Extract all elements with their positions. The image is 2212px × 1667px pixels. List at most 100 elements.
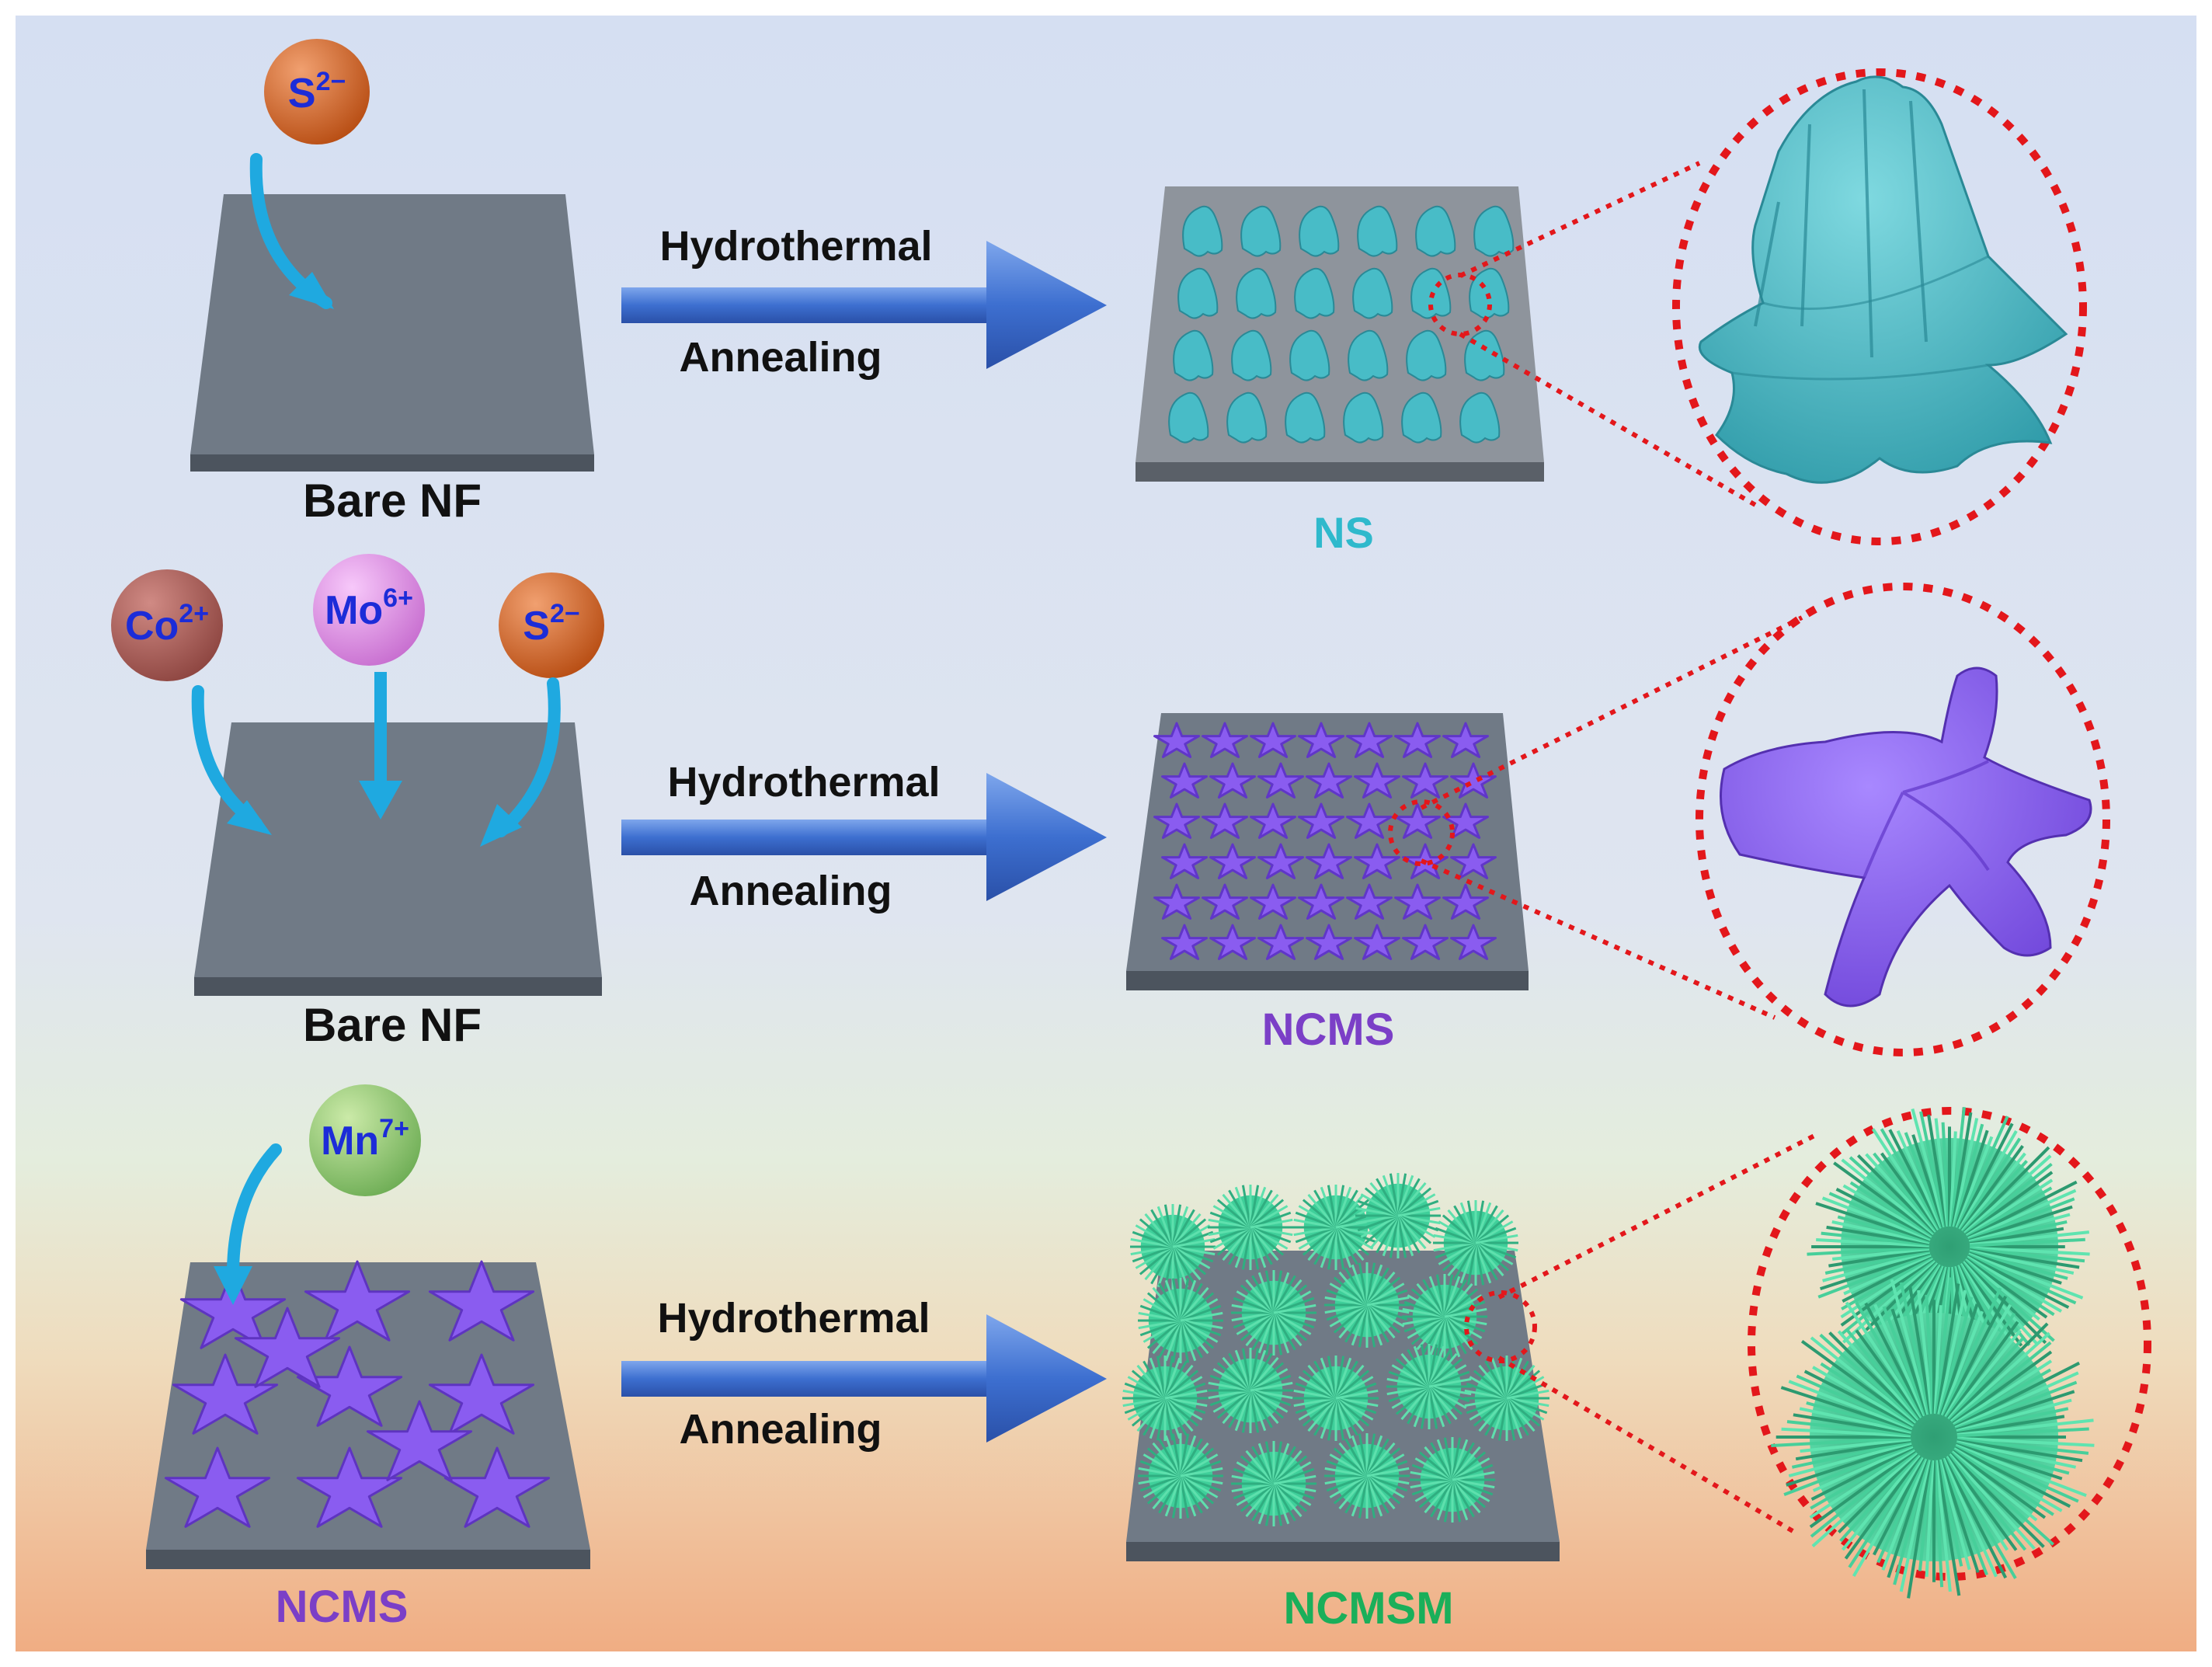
zoom-line-3a (1497, 1132, 1819, 1300)
ncms-starfish (1298, 883, 1344, 920)
ncms-starfish (1202, 722, 1248, 758)
ns-nanosheet (1348, 329, 1389, 381)
ncms-starfish (1306, 762, 1352, 799)
ncmsm-urchin-sphere (1771, 1277, 2095, 1599)
ncmsm-urchin (1138, 1278, 1223, 1363)
ns-nanosheet (1173, 329, 1214, 381)
product-label-ns: NS (1313, 508, 1374, 557)
ion-charge-mn: 7+ (379, 1114, 409, 1143)
ncms-starfish (1442, 722, 1489, 758)
ns-nanosheet (1473, 205, 1515, 257)
zoom-focus-ncms (1388, 799, 1455, 866)
ncms-starfish-start-array (164, 1260, 551, 1528)
zoom-focus-ncmsm (1464, 1290, 1537, 1363)
step1-label-2: Hydrothermal (667, 759, 940, 806)
ncmsm-urchin (1410, 1437, 1495, 1523)
ncms-starfish-large (172, 1353, 279, 1435)
ncmsm-urchin (1355, 1173, 1441, 1258)
ncms-starfish (1161, 843, 1208, 879)
ncms-starfish (1346, 802, 1393, 839)
svg-text:Mo6+: Mo6+ (325, 583, 413, 633)
process-arrow-2 (621, 773, 1107, 901)
ncmsm-urchin (1402, 1274, 1487, 1359)
ncms-starfish (1153, 883, 1200, 920)
ncms-starfish (1153, 722, 1200, 758)
ncmsm-urchin (1324, 1262, 1410, 1348)
ion-sphere-mo: Mo6+ (313, 554, 425, 666)
ns-nanosheet-closeup (1699, 75, 2068, 484)
ncms-starfish-closeup (1720, 666, 2092, 1008)
zoom-line-3b (1497, 1356, 1800, 1536)
ncms-starfish (1209, 924, 1256, 960)
ns-nanosheet (1226, 392, 1268, 444)
ncms-starfish (1257, 924, 1304, 960)
ncms-starfish-large (179, 1268, 287, 1349)
start-label-2: Bare NF (303, 999, 482, 1051)
ion-label-co: Co (125, 604, 179, 649)
ion-sphere-co: Co2+ (111, 569, 223, 681)
ncmsm-urchin (1138, 1433, 1223, 1519)
ncms-starfish (1450, 843, 1497, 879)
ns-nanosheet (1231, 329, 1272, 381)
ncms-starfish (1450, 762, 1497, 799)
ns-nanosheet (1177, 267, 1219, 319)
ncms-starfish (1394, 883, 1441, 920)
ion-sphere-mn: Mn7+ (309, 1084, 421, 1196)
ncms-starfish (1354, 762, 1400, 799)
ncms-starfish (1346, 722, 1393, 758)
ncms-starfish (1450, 924, 1497, 960)
ns-nanosheet (1357, 205, 1398, 257)
ncms-starfish (1346, 883, 1393, 920)
ncmsm-urchin (1208, 1348, 1293, 1433)
step2-label-1: Annealing (679, 334, 882, 381)
product-label-ncms: NCMS (1262, 1004, 1395, 1055)
ncms-starfish (1202, 802, 1248, 839)
ncms-starfish (1250, 883, 1296, 920)
ncmsm-urchin (1433, 1200, 1518, 1286)
ncms-starfish (1354, 924, 1400, 960)
svg-text:S2−: S2− (523, 599, 579, 649)
ncms-starfish-large (234, 1307, 341, 1388)
ncms-starfish (1209, 762, 1256, 799)
ns-nanosheet (1352, 267, 1393, 319)
step2-label-3: Annealing (679, 1406, 882, 1453)
process-arrow-1 (621, 241, 1107, 369)
ns-nanosheet (1240, 205, 1282, 257)
ncms-starfish-large (304, 1260, 411, 1342)
ncms-starfish (1161, 762, 1208, 799)
ion-sphere-s: S2− (264, 39, 370, 144)
ncmsm-urchin-array (1122, 1173, 1549, 1526)
substrate-ns (1136, 186, 1544, 482)
zoom-circle-ncmsm (1748, 1107, 2151, 1581)
step2-label-2: Annealing (689, 868, 892, 914)
ncms-starfish (1298, 802, 1344, 839)
ncms-starfish-large (164, 1446, 271, 1528)
ns-nanosheet (1236, 267, 1277, 319)
ion-arrow-3 (227, 1143, 282, 1280)
ncmsm-urchin (1386, 1344, 1472, 1429)
svg-text:S2−: S2− (288, 67, 346, 117)
ncmsm-urchin-closeup (1771, 1106, 2095, 1599)
ncms-starfish (1298, 722, 1344, 758)
ncmsm-urchin (1231, 1441, 1316, 1526)
ncms-starfish-large (443, 1446, 551, 1528)
ion-label-s-2: S (523, 604, 550, 649)
ncms-starfish (1306, 924, 1352, 960)
ncms-starfish-large (428, 1260, 535, 1342)
ncms-starfish (1209, 843, 1256, 879)
ns-nanosheet (1343, 392, 1384, 444)
zoom-line-2a (1420, 615, 1803, 810)
ns-nanosheet (1299, 205, 1340, 257)
zoom-focus-ns (1428, 273, 1492, 336)
ns-nanosheet (1285, 392, 1326, 444)
ncmsm-urchin (1231, 1270, 1316, 1356)
ion-arrow-head-1 (289, 272, 334, 309)
zoom-line-2b (1420, 858, 1776, 1020)
ion-sphere-s-2: S2− (499, 572, 604, 678)
ns-nanosheet (1182, 205, 1223, 257)
zoom-circle-ncms (1696, 583, 2110, 1056)
ncmsm-urchin (1122, 1356, 1208, 1441)
ion-arrow-head-2a (227, 800, 272, 835)
ncmsm-urchin (1293, 1356, 1379, 1441)
